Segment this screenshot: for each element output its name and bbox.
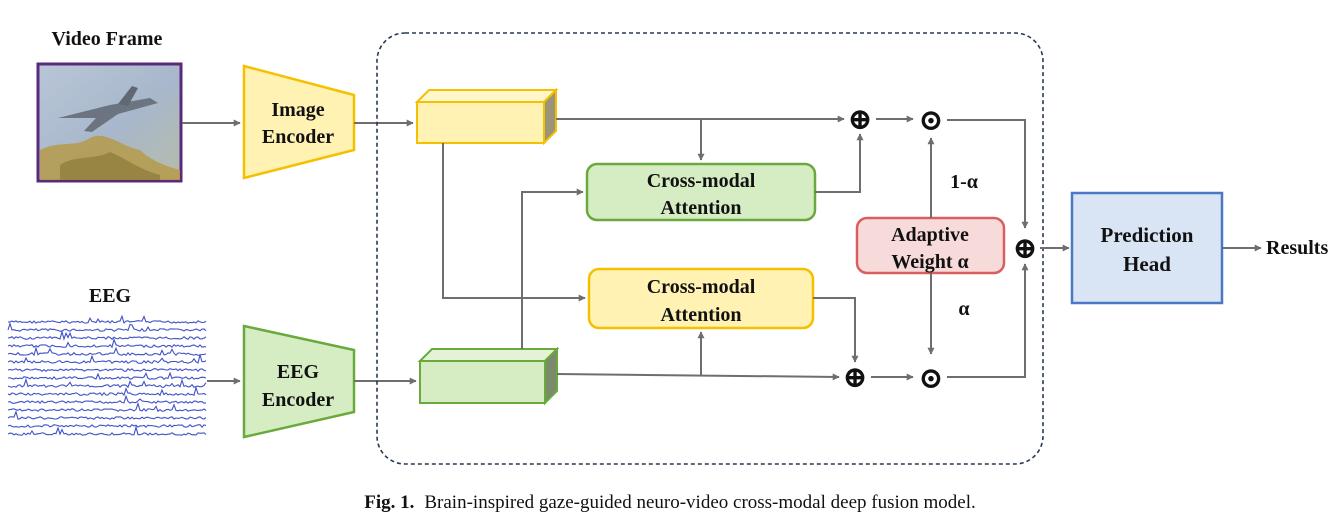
eeg-encoder-label-line2: Encoder — [262, 389, 334, 411]
figure-caption-text: Brain-inspired gaze-guided neuro-video c… — [424, 492, 975, 513]
eeg-encoder-label-line1: EEG — [277, 361, 320, 383]
eeg-trace — [7, 377, 207, 389]
weight-upper-label: 1-α — [950, 171, 978, 193]
figure-caption: Fig. 1. Brain-inspired gaze-guided neuro-… — [364, 492, 976, 513]
cross-modal-attention-bottom: Cross-modal Attention — [587, 267, 815, 330]
eeg-trace — [7, 394, 207, 405]
multiply-operator-bottom: ⊙ — [918, 362, 943, 395]
eeg-trace — [7, 346, 207, 357]
eeg-trace — [7, 321, 207, 332]
image-encoder-label-line2: Encoder — [262, 126, 334, 148]
eeg-trace — [7, 371, 207, 381]
figure-caption-prefix: Fig. 1. — [364, 492, 414, 513]
eeg-trace — [7, 368, 207, 373]
jet-icon — [58, 98, 158, 132]
video-frame-title: Video Frame — [52, 28, 163, 50]
eeg-trace — [7, 329, 207, 341]
adaptive-weight-box: Adaptive Weight α — [855, 216, 1006, 275]
eeg-trace — [7, 424, 207, 436]
attention-bottom-label-line1: Cross-modal — [647, 276, 756, 298]
eeg-encoder: EEG Encoder — [242, 324, 356, 439]
eeg-trace — [7, 410, 207, 420]
attention-bottom-label-line2: Attention — [660, 304, 741, 326]
prediction-head-label-line1: Prediction — [1101, 223, 1194, 247]
prediction-head-label-line2: Head — [1123, 252, 1171, 276]
image-feature-block — [414, 87, 559, 146]
attention-top-label-line1: Cross-modal — [647, 170, 756, 192]
cross-modal-attention-top: Cross-modal Attention — [585, 162, 817, 222]
eeg-trace — [7, 401, 207, 413]
eeg-trace — [7, 352, 207, 364]
adaptive-weight-label-line1: Adaptive — [891, 224, 969, 246]
attention-top-label-line2: Attention — [660, 197, 741, 219]
video-frame-thumbnail — [36, 62, 183, 183]
add-operator-final: ⊕ — [1012, 232, 1037, 265]
eeg-signal-traces — [7, 314, 207, 436]
results-label: Results — [1266, 237, 1328, 259]
eeg-trace — [8, 314, 207, 324]
image-encoder: Image Encoder — [242, 64, 356, 180]
eeg-feature-block — [417, 346, 560, 406]
add-operator-bottom: ⊕ — [842, 361, 867, 394]
eeg-trace — [7, 337, 207, 349]
image-encoder-label-line1: Image — [271, 99, 324, 121]
add-operator-top: ⊕ — [847, 103, 872, 136]
prediction-head: Prediction Head — [1070, 191, 1224, 305]
eeg-title: EEG — [89, 285, 132, 307]
adaptive-weight-label-line2: Weight α — [891, 251, 968, 273]
eeg-trace — [7, 385, 207, 397]
eeg-trace — [7, 423, 207, 428]
multiply-operator-top: ⊙ — [918, 104, 943, 137]
weight-lower-label: α — [958, 298, 969, 320]
